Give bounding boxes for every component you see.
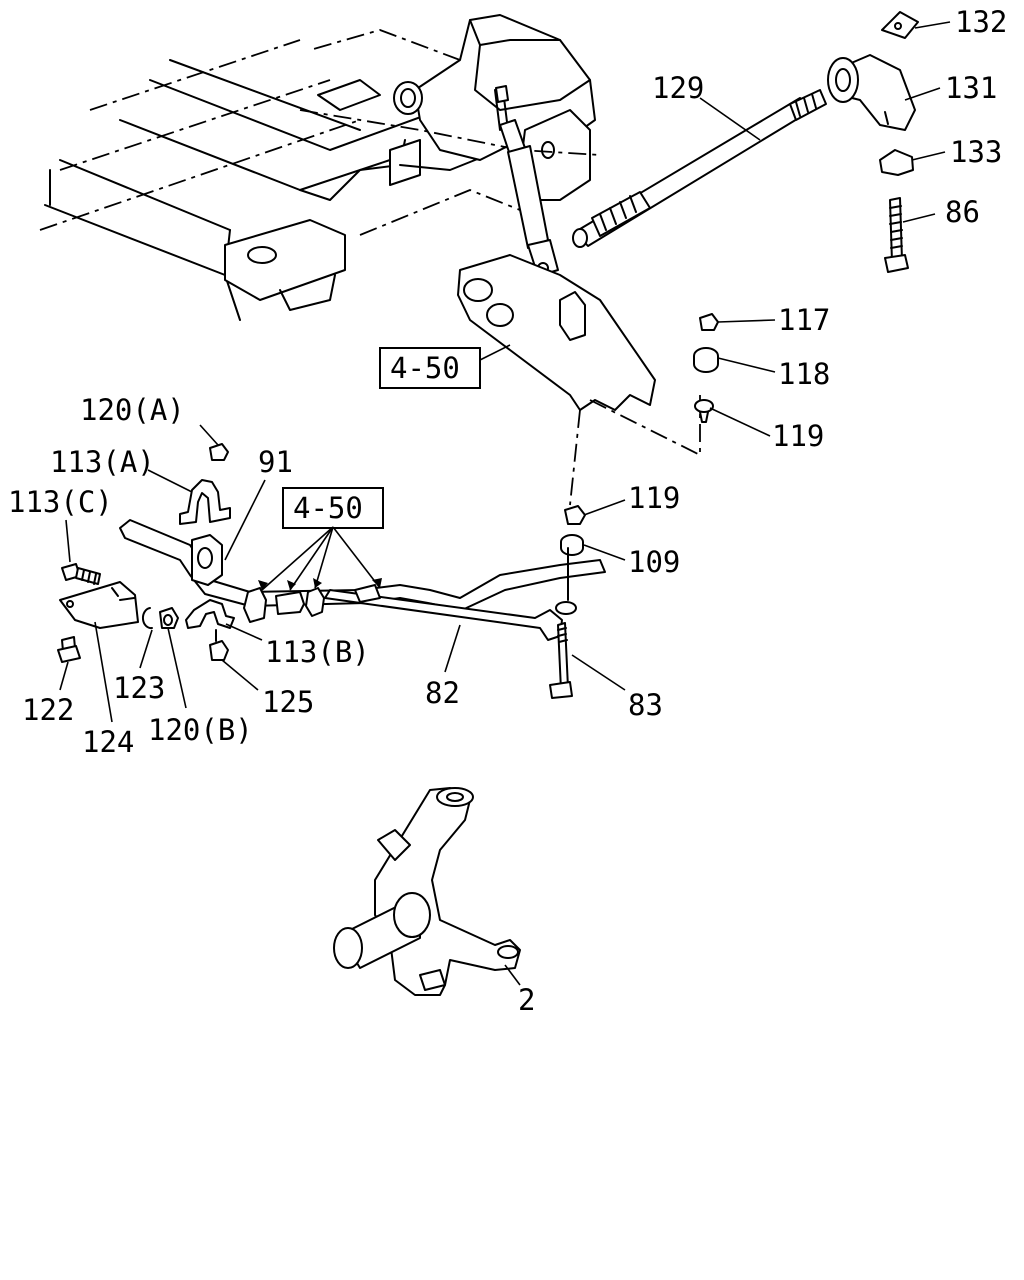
part-119-washer-lower: [564, 505, 586, 525]
part-83-bolt: [549, 547, 573, 699]
part-113b-clamp: [185, 599, 235, 629]
part-86-bolt: [884, 197, 909, 273]
vehicle-frame: [39, 14, 601, 321]
label-117: 117: [778, 303, 830, 337]
stabilizer-bar: [119, 519, 606, 641]
ref-label-lower: 4-50: [293, 491, 363, 525]
lower-control-arm: [457, 254, 701, 506]
part-109-bushing: [560, 534, 584, 556]
part-122-bolt: [57, 636, 81, 663]
part-113a-clamp: [179, 479, 231, 525]
steering-knuckle: [333, 787, 521, 996]
part-117-nut: [699, 313, 719, 331]
label-109: 109: [628, 545, 680, 579]
label-124: 124: [82, 725, 134, 759]
part-132-plate: [881, 11, 919, 39]
label-113b: 113(B): [265, 635, 370, 669]
label-120b: 120(B): [148, 713, 253, 747]
part-120b-nut: [159, 607, 179, 629]
label-132: 132: [955, 5, 1007, 39]
label-119-lower: 119: [628, 481, 680, 515]
label-91: 91: [258, 445, 293, 479]
part-124-bracket: [59, 581, 139, 629]
bar-bushings: [243, 584, 381, 623]
part-91-bracket: [191, 534, 223, 586]
label-118: 118: [778, 357, 830, 391]
part-118-bushing: [693, 347, 719, 373]
label-133: 133: [950, 135, 1002, 169]
label-119-upper: 119: [772, 419, 824, 453]
part-119-washer-upper: [694, 399, 714, 423]
label-113a: 113(A): [50, 445, 155, 479]
part-125-bolt: [209, 629, 229, 661]
label-122: 122: [22, 693, 74, 727]
part-131-anchor: [827, 54, 916, 131]
ref-label-upper: 4-50: [390, 351, 460, 385]
ref-box-upper: [379, 347, 481, 389]
label-82: 82: [425, 676, 460, 710]
part-113c-bolt: [61, 563, 101, 585]
ref-box-lower: [282, 487, 384, 529]
leader-lines: [59, 21, 951, 986]
part-133-cap: [879, 149, 914, 176]
label-129: 129: [652, 71, 704, 105]
label-113c: 113(C): [8, 485, 113, 519]
label-2: 2: [518, 983, 535, 1017]
label-86: 86: [945, 195, 980, 229]
label-125: 125: [262, 685, 314, 719]
label-123: 123: [113, 671, 165, 705]
torsion-bar: [572, 89, 827, 248]
part-123-washer: [142, 607, 153, 630]
shock-absorber: [494, 85, 559, 277]
part-120a-nut: [209, 443, 229, 461]
label-83: 83: [628, 688, 663, 722]
label-131: 131: [945, 71, 997, 105]
label-120a: 120(A): [80, 393, 185, 427]
